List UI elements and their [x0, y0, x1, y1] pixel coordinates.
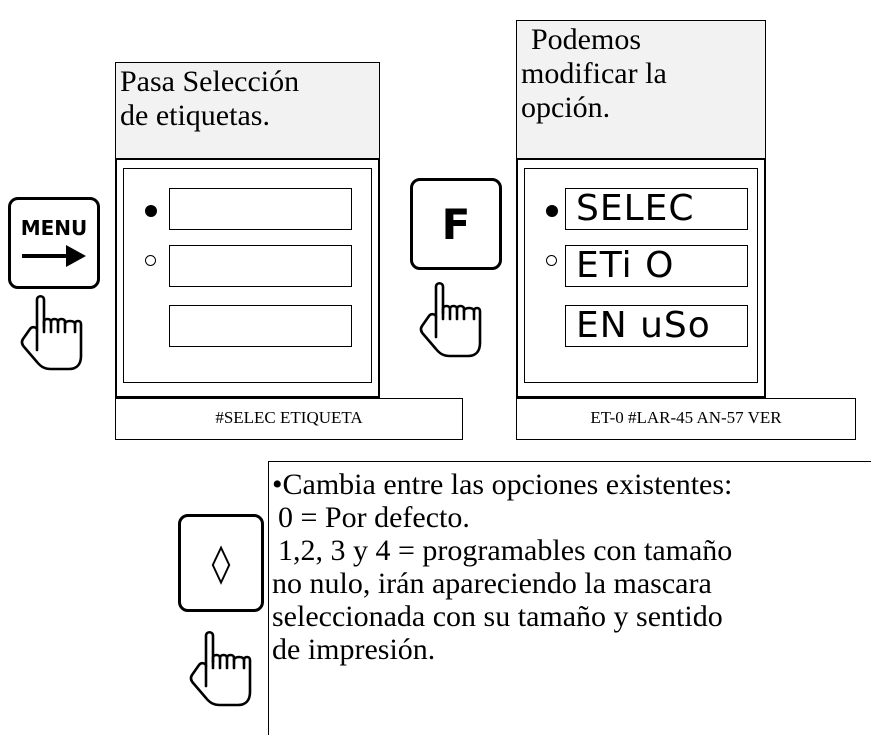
left-display-inner — [123, 168, 372, 383]
arrow-right-icon — [22, 245, 86, 267]
description-line1: •Cambia entre las opciones existentes: — [272, 468, 867, 501]
menu-key-label: MENU — [20, 216, 88, 240]
description-line5: seleccionada con su tamaño y sentido — [272, 600, 723, 633]
left-note-line2: de etiquetas. — [120, 99, 270, 132]
f-key-button[interactable]: F — [410, 178, 502, 270]
right-display-panel: SELEC ETi O EN uSo — [516, 158, 766, 398]
left-status-bar: #SELEC ETIQUETA — [115, 398, 463, 440]
description-text: •Cambia entre las opciones existentes: 0… — [272, 468, 867, 666]
left-display-row1 — [169, 188, 352, 230]
description-top-border — [268, 461, 871, 462]
right-display-row1: SELEC — [565, 188, 748, 230]
right-display-inner: SELEC ETi O EN uSo — [524, 168, 758, 383]
left-display-row3 — [169, 305, 352, 347]
hand-pointer-icon — [419, 281, 482, 358]
filled-dot-icon — [546, 205, 558, 217]
description-left-border — [268, 461, 269, 735]
hollow-dot-icon — [145, 255, 156, 266]
arrow-key-button[interactable]: ◊ — [178, 514, 264, 612]
description-line1-text: Cambia entre las opciones existentes: — [282, 468, 733, 501]
right-display-row2: ETi O — [565, 245, 748, 287]
description-line4: no nulo, irán apareciendo la mascara — [272, 567, 712, 600]
menu-key-button[interactable]: MENU — [8, 197, 100, 289]
filled-dot-icon — [145, 205, 157, 217]
hand-pointer-icon — [189, 630, 252, 707]
right-note: Podemos modificar la opción. — [516, 20, 766, 159]
right-display-row3: EN uSo — [565, 305, 748, 347]
description-line2: 0 = Por defecto. — [278, 501, 470, 534]
hollow-dot-icon — [546, 255, 557, 266]
description-line6: de impresión. — [272, 633, 436, 666]
left-display-row2 — [169, 245, 352, 287]
left-display-panel — [115, 158, 380, 398]
left-note-line1: Pasa Selección — [120, 65, 300, 98]
f-key-label: F — [441, 199, 471, 249]
right-status-bar: ET-0 #LAR-45 AN-57 VER — [516, 398, 856, 440]
right-note-line1: Podemos — [531, 23, 642, 56]
hand-pointer-icon — [20, 294, 83, 371]
left-note: Pasa Selección de etiquetas. — [115, 62, 380, 159]
diamond-icon: ◊ — [211, 541, 231, 585]
right-note-line3: opción. — [521, 91, 611, 124]
right-note-line2: modificar la — [521, 57, 667, 90]
bullet-icon: • — [272, 468, 283, 501]
description-line3: 1,2, 3 y 4 = programables con tamaño — [278, 534, 733, 567]
